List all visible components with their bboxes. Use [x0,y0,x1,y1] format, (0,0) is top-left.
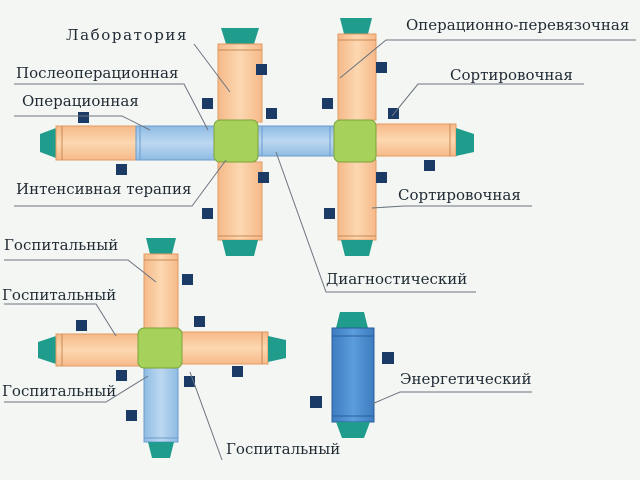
leader-lines [4,39,636,461]
module-intensive-care-vertical [217,161,263,256]
module-operating [40,125,217,161]
control-box [310,396,322,408]
corridor-diagnostic [257,125,337,157]
fan-icon [268,336,286,362]
fan-icon [336,422,370,438]
control-box [424,160,435,171]
label-hospital-4: Госпитальный [226,440,340,458]
control-box [376,62,387,73]
control-box [184,376,195,387]
fan-icon [221,28,259,44]
control-box [116,370,127,381]
fan-icon [222,240,258,256]
corridor-postop [135,125,217,161]
label-hospital-1: Госпитальный [4,236,118,254]
fan-icon [40,128,56,158]
label-energy: Энергетический [400,370,532,388]
module-hospital-right [181,331,286,365]
hub-block [213,119,259,163]
module-hospital-bottom [143,367,179,458]
module-hospital-left [38,333,141,367]
label-hospital-3: Госпитальный [2,382,116,400]
label-operating-dressing: Операционно-перевязочная [406,16,629,34]
control-box [76,320,87,331]
module-operating-dressing [337,18,377,121]
control-box [202,208,213,219]
module-hospital-top [143,238,179,331]
module-energy [331,312,375,438]
label-laboratory: Лаборатория [66,26,188,44]
control-box [126,410,137,421]
control-box [232,366,243,377]
control-box [182,274,193,285]
fan-icon [146,238,176,254]
control-box [116,164,127,175]
label-diagnostic: Диагностический [326,270,467,288]
label-sorting-2: Сортировочная [398,186,521,204]
control-box [266,108,277,119]
label-sorting-1: Сортировочная [450,66,573,84]
control-box [322,98,333,109]
control-box [324,208,335,219]
label-operating: Операционная [22,92,139,110]
control-box [78,112,89,123]
fan-icon [336,312,368,328]
module-laboratory [217,28,263,123]
fan-icon [38,336,56,364]
hub-block [333,119,377,163]
module-sorting-horizontal [373,123,474,157]
cluster-1 [40,28,337,256]
control-box [258,172,269,183]
label-hospital-2: Госпитальный [2,286,116,304]
labels: Лаборатория Послеоперационная Операционн… [2,16,629,458]
label-intensive-care: Интенсивная терапия [16,180,191,198]
label-postoperative: Послеоперационная [16,64,178,82]
fan-icon [340,18,372,34]
cluster-2 [333,18,474,256]
control-box [202,98,213,109]
control-box [376,172,387,183]
control-box [256,64,267,75]
control-box [382,352,394,364]
cluster-3 [38,238,286,458]
hub-block [137,327,183,369]
module-sorting-vertical [337,159,377,256]
fan-icon [148,442,174,458]
control-box [194,316,205,327]
fan-icon [341,240,373,256]
fan-icon [456,128,474,156]
